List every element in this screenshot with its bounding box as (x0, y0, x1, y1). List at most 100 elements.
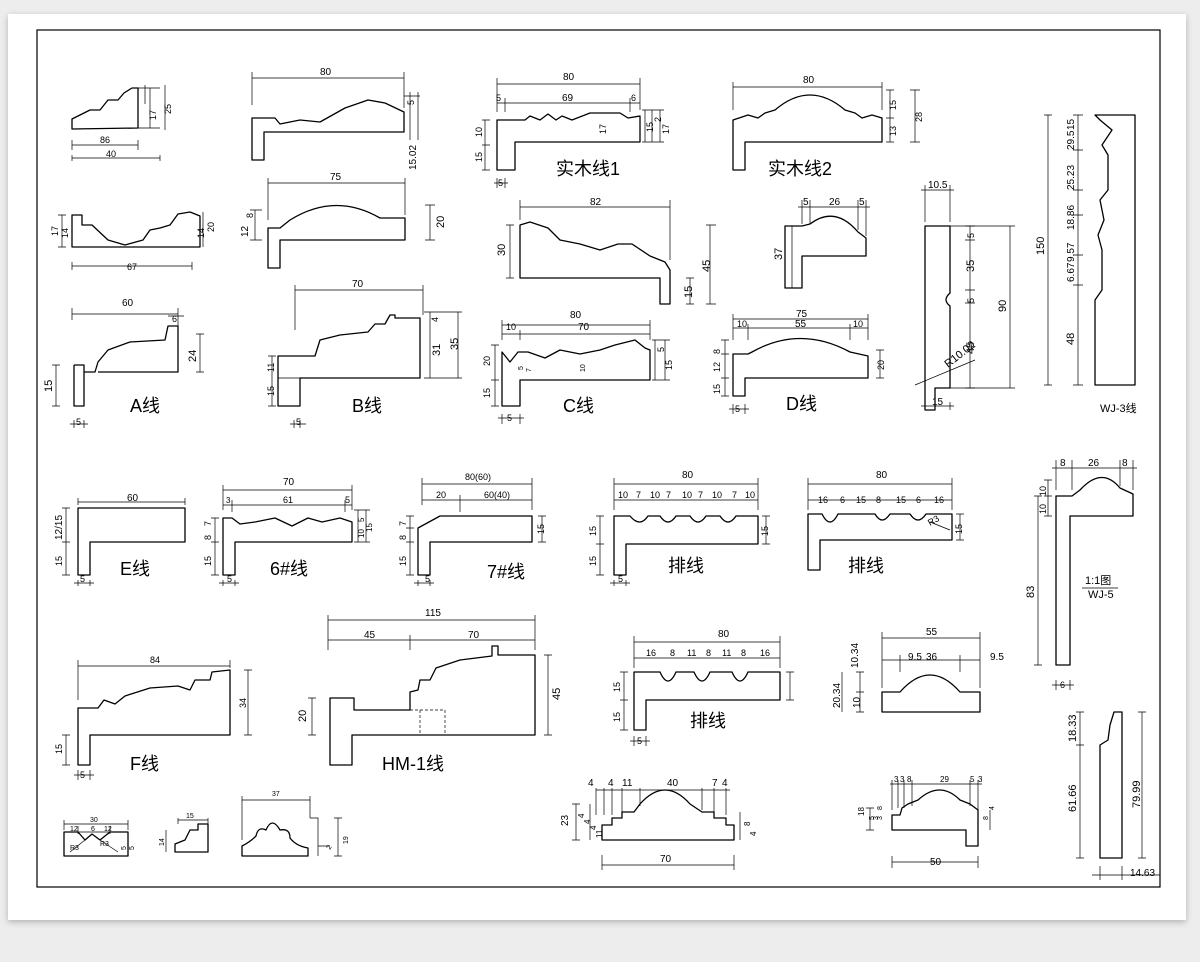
profile-wj90: 10.5 5 35 5 45 90 R10.02 15 (914, 180, 1015, 411)
svg-text:16: 16 (646, 648, 656, 658)
svg-text:150: 150 (1035, 237, 1047, 255)
svg-text:4: 4 (430, 317, 440, 322)
svg-text:10: 10 (682, 490, 692, 500)
profile-wj3: 15 29.5 25.23 18.86 9.57 6.67 150 48 WJ-… (1035, 114, 1137, 415)
svg-text:80: 80 (570, 310, 582, 321)
svg-text:15: 15 (664, 360, 674, 370)
svg-text:60(40): 60(40) (484, 490, 510, 500)
svg-text:15: 15 (203, 556, 213, 566)
svg-text:4: 4 (589, 825, 598, 830)
svg-text:4: 4 (588, 778, 594, 789)
svg-text:B线: B线 (352, 396, 382, 416)
svg-text:排线: 排线 (690, 711, 726, 731)
svg-text:70: 70 (283, 477, 295, 488)
svg-text:A线: A线 (130, 396, 160, 416)
svg-text:5: 5 (80, 770, 85, 780)
svg-text:10: 10 (650, 490, 660, 500)
svg-text:10: 10 (745, 490, 755, 500)
svg-text:18.86: 18.86 (1066, 205, 1077, 230)
svg-text:20: 20 (436, 490, 446, 500)
svg-text:37: 37 (773, 248, 785, 260)
svg-text:61.66: 61.66 (1067, 784, 1079, 812)
svg-text:6: 6 (172, 314, 177, 324)
profile-hm1: 115 45 70 45 20 HM-1线 (297, 608, 563, 774)
svg-text:14.63: 14.63 (1130, 868, 1155, 879)
svg-text:5: 5 (76, 417, 81, 427)
svg-text:4: 4 (989, 806, 996, 810)
svg-text:8: 8 (877, 806, 884, 810)
svg-text:2: 2 (653, 117, 663, 122)
svg-text:15: 15 (482, 388, 492, 398)
svg-text:C线: C线 (563, 396, 594, 416)
svg-text:17: 17 (661, 124, 671, 134)
svg-text:7: 7 (636, 490, 641, 500)
profile-c: 80 10 70 20 15 5 10 7 5 15 5 C线 (482, 310, 674, 424)
svg-text:实木线1: 实木线1 (556, 159, 620, 179)
svg-text:10: 10 (1038, 504, 1048, 514)
svg-text:4: 4 (722, 778, 728, 789)
svg-text:5: 5 (80, 574, 85, 584)
svg-text:45: 45 (701, 260, 713, 272)
svg-text:9.5: 9.5 (990, 652, 1004, 663)
svg-text:1:1图: 1:1图 (1085, 574, 1111, 587)
svg-text:15: 15 (398, 556, 408, 566)
svg-text:15: 15 (588, 556, 598, 566)
profile-wj7999: 18.33 61.66 79.99 14.63 (1067, 711, 1160, 880)
svg-text:70: 70 (468, 630, 480, 641)
svg-text:WJ-3线: WJ-3线 (1100, 401, 1137, 415)
svg-text:5: 5 (966, 298, 976, 303)
svg-text:5: 5 (507, 413, 512, 423)
svg-text:WJ-5: WJ-5 (1088, 589, 1114, 601)
svg-text:10: 10 (618, 490, 628, 500)
profile-r37: 5 26 5 37 (773, 197, 870, 289)
profile-b75: 75 12 8 20 (240, 172, 447, 269)
svg-text:80: 80 (320, 67, 332, 78)
svg-text:80: 80 (682, 470, 694, 481)
svg-text:29.5: 29.5 (1066, 130, 1077, 150)
svg-text:90: 90 (997, 300, 1009, 312)
svg-text:8: 8 (741, 648, 746, 658)
svg-text:15: 15 (645, 122, 655, 132)
svg-text:31: 31 (431, 344, 443, 356)
svg-text:9.5: 9.5 (908, 652, 922, 663)
svg-text:10: 10 (357, 529, 366, 538)
svg-text:55: 55 (926, 627, 938, 638)
svg-text:83: 83 (1025, 586, 1037, 598)
svg-text:80: 80 (718, 629, 730, 640)
svg-text:70: 70 (660, 854, 672, 865)
svg-text:10: 10 (474, 127, 484, 137)
svg-text:20: 20 (297, 710, 309, 722)
svg-text:10: 10 (506, 322, 516, 332)
svg-text:10.5: 10.5 (928, 180, 948, 191)
svg-text:15: 15 (474, 152, 484, 162)
svg-text:E线: E线 (120, 559, 150, 579)
svg-text:69: 69 (562, 93, 574, 104)
svg-text:8: 8 (203, 535, 213, 540)
profile-pai1: 80 10 7 10 7 10 7 10 7 10 15 15 15 5 排线 (588, 470, 770, 586)
profile-b: 70 4 31 35 11 15 5 B线 (266, 279, 462, 428)
svg-text:7: 7 (526, 368, 533, 372)
svg-text:80: 80 (563, 72, 575, 83)
svg-text:20: 20 (482, 356, 492, 366)
svg-text:10: 10 (737, 319, 747, 329)
svg-text:10: 10 (712, 490, 722, 500)
profile-82: 82 30 45 15 (496, 197, 716, 305)
svg-text:35: 35 (449, 338, 461, 350)
svg-text:12: 12 (240, 225, 251, 237)
svg-text:82: 82 (590, 197, 602, 208)
svg-text:4: 4 (577, 813, 586, 818)
profile-shimu2: 80 15 13 28 实木线2 (732, 75, 924, 179)
svg-text:29: 29 (940, 775, 949, 784)
svg-text:11: 11 (622, 778, 633, 789)
svg-text:15: 15 (54, 556, 64, 566)
svg-text:7: 7 (203, 521, 213, 526)
profile-a: 60 6 24 15 5 A线 (43, 298, 204, 428)
profile-r55: 55 9.5 36 9.5 10.34 20.34 10 (832, 627, 1004, 713)
svg-text:79.99: 79.99 (1131, 780, 1143, 808)
svg-text:45: 45 (551, 688, 563, 700)
svg-text:14: 14 (60, 228, 70, 238)
svg-text:11: 11 (722, 648, 731, 658)
svg-text:60: 60 (127, 493, 139, 504)
svg-text:11: 11 (687, 648, 696, 658)
svg-text:80: 80 (803, 75, 815, 86)
